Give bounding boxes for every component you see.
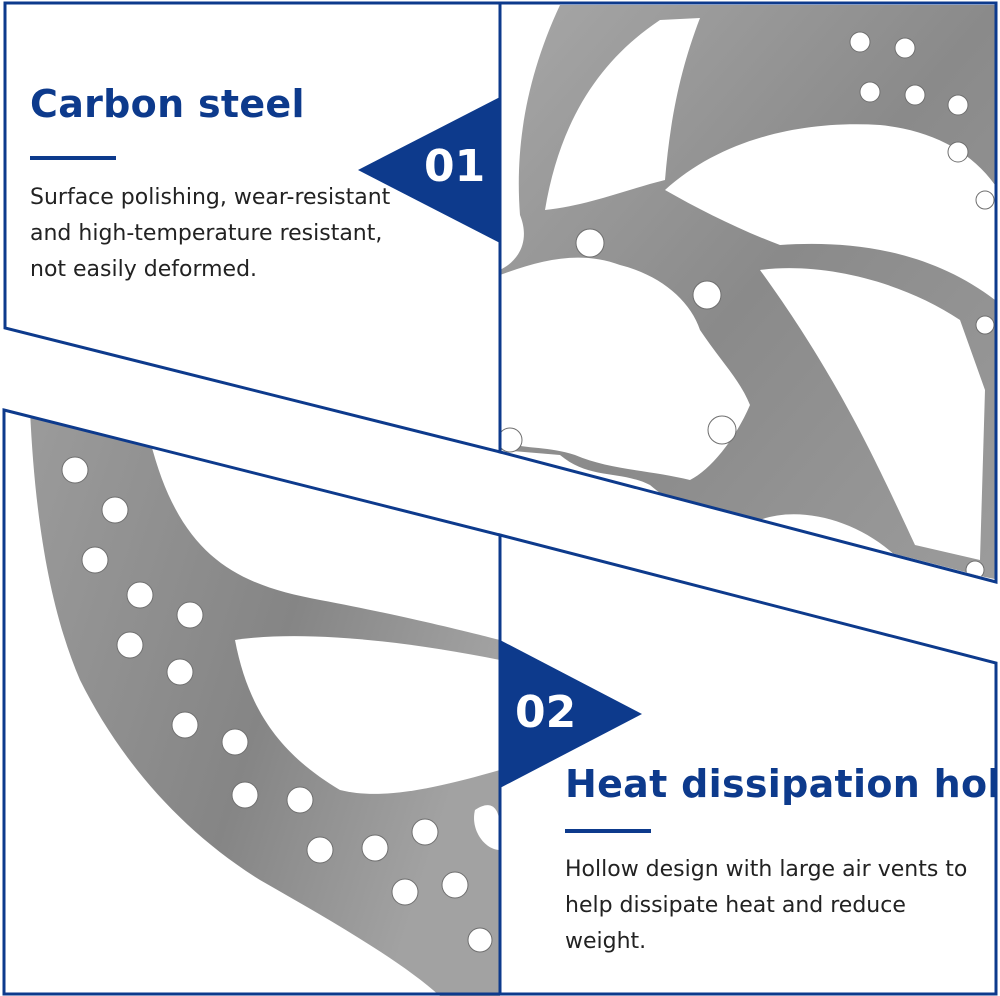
feature-1-title: Carbon steel [30,82,305,126]
feature-2-underline [565,829,651,833]
feature-1-underline [30,156,116,160]
brake-disc-image-bottom [4,410,500,996]
brake-disc-image-top [500,5,996,580]
badge-02-arrow [500,640,642,788]
feature-2-description: Hollow design with large air vents to he… [565,857,968,954]
feature-1-description: Surface polishing, wear-resistant and hi… [30,185,391,282]
badge-01-arrow [358,97,500,243]
badge-02-number: 02 [515,687,577,738]
feature-2-title: Heat dissipation hole [565,762,1000,806]
badge-01-number: 01 [424,141,486,192]
